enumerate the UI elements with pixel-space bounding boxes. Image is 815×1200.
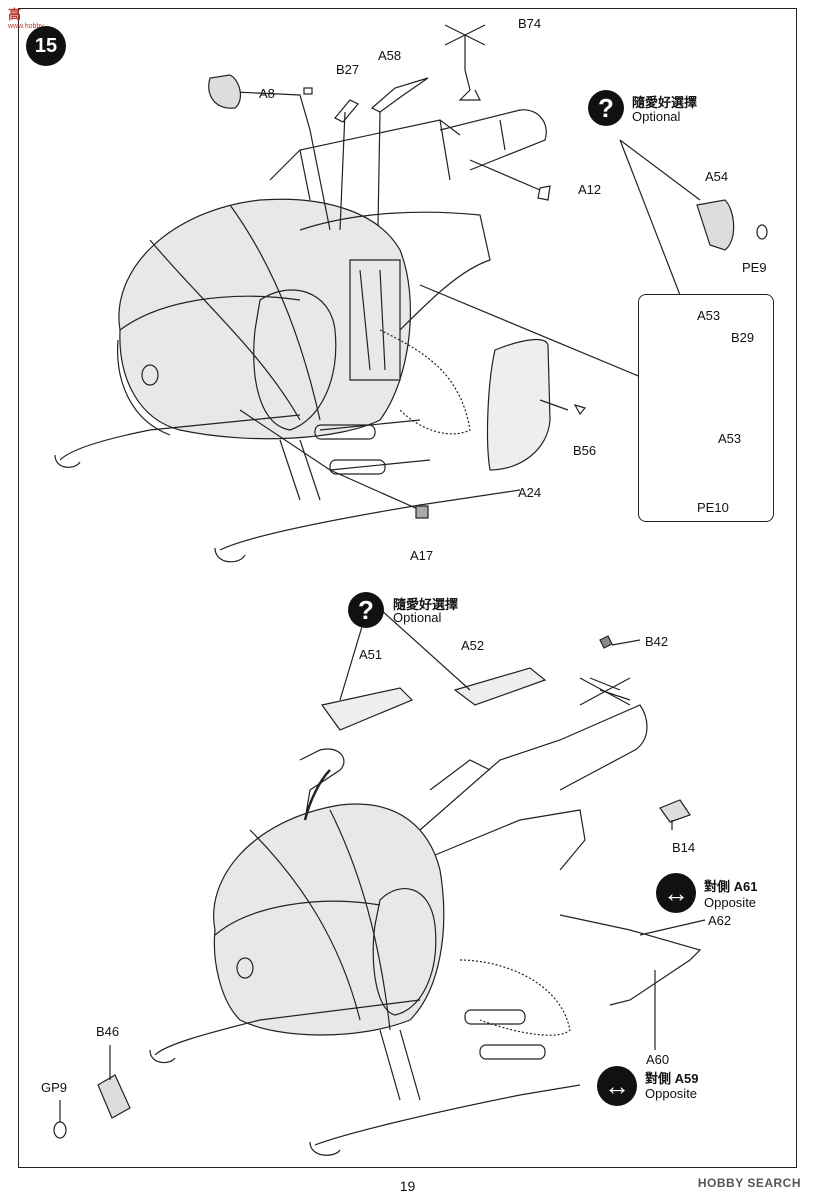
opposite-en-1: Opposite xyxy=(704,895,757,910)
optional-title-cjk: 隨愛好選擇 xyxy=(632,95,698,110)
part-label-b46: B46 xyxy=(96,1024,120,1039)
watermark: HOBBY SEARCH xyxy=(697,1176,801,1190)
part-label-b56: B56 xyxy=(573,443,597,458)
part-label-pe10: PE10 xyxy=(697,500,729,515)
part-label-a17: A17 xyxy=(410,548,434,563)
optional-title-en-2: Optional xyxy=(393,610,442,625)
part-label-b42: B42 xyxy=(645,634,669,649)
top-helicopter-drawing xyxy=(54,24,721,563)
part-label-a54: A54 xyxy=(705,169,729,184)
part-label-a62: A62 xyxy=(708,913,732,928)
part-label-b74: B74 xyxy=(518,16,542,31)
step-number-badge: 15 xyxy=(26,26,66,66)
part-label-a60: A60 xyxy=(646,1052,670,1067)
page-frame xyxy=(18,8,797,1168)
opposite-en-2: Opposite xyxy=(645,1086,698,1101)
part-label-a12: A12 xyxy=(578,182,602,197)
part-label-a24: A24 xyxy=(518,485,542,500)
part-label-b14: B14 xyxy=(672,840,696,855)
opposite-cjk-1: 對側 A61 xyxy=(704,879,758,894)
part-label-a8: A8 xyxy=(259,86,275,101)
part-label-a52: A52 xyxy=(461,638,485,653)
opposite-cjk-2: 對側 A59 xyxy=(645,1071,699,1086)
left-right-arrow-icon: ↔ xyxy=(656,873,696,913)
part-label-a51: A51 xyxy=(359,647,383,662)
part-label-pe9: PE9 xyxy=(742,260,767,275)
question-mark-icon: ? xyxy=(348,592,384,628)
question-mark-icon: ? xyxy=(588,90,624,126)
part-label-b29: B29 xyxy=(731,330,755,345)
bottom-helicopter-drawing xyxy=(53,599,706,1156)
part-label-b27: B27 xyxy=(336,62,360,77)
part-label-gp9: GP9 xyxy=(41,1080,68,1095)
optional-title-cjk-2: 隨愛好選擇 xyxy=(393,597,459,612)
left-right-arrow-icon: ↔ xyxy=(597,1066,637,1106)
optional-parts-box xyxy=(638,294,774,522)
page-number: 19 xyxy=(399,1178,416,1194)
part-label-a53-top: A53 xyxy=(697,308,721,323)
part-label-a58: A58 xyxy=(378,48,402,63)
part-label-a53-bottom: A53 xyxy=(718,431,742,446)
optional-title-en: Optional xyxy=(632,109,681,124)
